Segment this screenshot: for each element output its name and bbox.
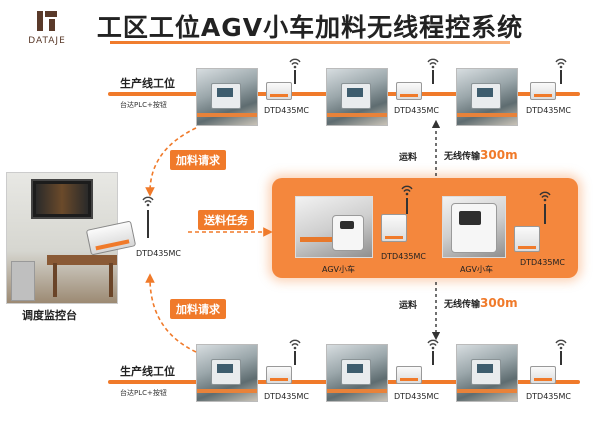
bottom-line-sub: 台达PLC+按钮 (120, 389, 167, 397)
wifi-icon (289, 58, 301, 69)
wifi-icon (555, 339, 567, 350)
top-station-1-device-label: DTD435MC (264, 106, 309, 115)
antenna-icon (406, 198, 408, 214)
agv-2-device (514, 226, 540, 252)
bottom-station-1-photo (196, 344, 258, 402)
title-underline (110, 41, 510, 44)
top-station-1-photo (196, 68, 258, 126)
control-device-label: DTD435MC (136, 249, 181, 258)
bottom-station-1-device-label: DTD435MC (264, 392, 309, 401)
bottom-station-3-photo (456, 344, 518, 402)
wifi-icon (555, 58, 567, 69)
wifi-icon (427, 339, 439, 350)
transport-top-label: 运料 (399, 153, 418, 163)
agv-1-label: AGV小车 (322, 265, 356, 274)
top-line-label: 生产线工位 (120, 77, 175, 90)
agv-2-device-label: DTD435MC (520, 258, 565, 267)
logo-mark-icon (37, 11, 57, 31)
top-line-sub: 台达PLC+按钮 (120, 101, 167, 109)
bottom-station-3-device (530, 366, 556, 384)
transport-bottom-label: 运料 (399, 301, 418, 311)
agv-1-device (381, 214, 407, 242)
agv-2-label: AGV小车 (460, 265, 494, 274)
top-station-2-device-label: DTD435MC (394, 106, 439, 115)
control-station-photo (6, 172, 118, 304)
antenna-icon (560, 351, 562, 365)
antenna-icon (294, 351, 296, 365)
bottom-station-2-device-label: DTD435MC (394, 392, 439, 401)
bottom-station-2-device (396, 366, 422, 384)
wifi-icon (539, 191, 551, 202)
request-top-label: 加料请求 (170, 150, 226, 170)
antenna-icon (560, 70, 562, 84)
dispatch-label: 送料任务 (198, 210, 254, 230)
agv-1-device-label: DTD435MC (381, 252, 426, 261)
agv-1-photo (295, 196, 373, 258)
antenna-icon (432, 351, 434, 365)
top-station-1-device (266, 82, 292, 100)
antenna-icon (432, 70, 434, 84)
wifi-icon (289, 339, 301, 350)
transport-top-wireless: 无线传输300m (444, 148, 518, 162)
top-station-3-device (530, 82, 556, 100)
top-station-3-device-label: DTD435MC (526, 106, 571, 115)
wifi-icon (427, 58, 439, 69)
bottom-line-label: 生产线工位 (120, 365, 175, 378)
antenna-icon (294, 70, 296, 84)
top-station-2-device (396, 82, 422, 100)
wifi-icon (142, 196, 154, 207)
antenna-icon (544, 204, 546, 224)
request-bottom-label: 加料请求 (170, 299, 226, 319)
company-logo: DATAJE (22, 9, 72, 49)
page-title: 工区工位AGV小车加料无线程控系统 (96, 13, 524, 42)
control-station-label: 调度监控台 (22, 309, 77, 322)
antenna-icon (147, 210, 149, 238)
transport-bottom-wireless: 无线传输300m (444, 296, 518, 310)
agv-2-photo (442, 196, 506, 258)
bottom-station-1-device (266, 366, 292, 384)
top-station-3-photo (456, 68, 518, 126)
bottom-station-2-photo (326, 344, 388, 402)
bottom-station-3-device-label: DTD435MC (526, 392, 571, 401)
wifi-icon (401, 185, 413, 196)
top-station-2-photo (326, 68, 388, 126)
logo-text: DATAJE (28, 36, 66, 46)
